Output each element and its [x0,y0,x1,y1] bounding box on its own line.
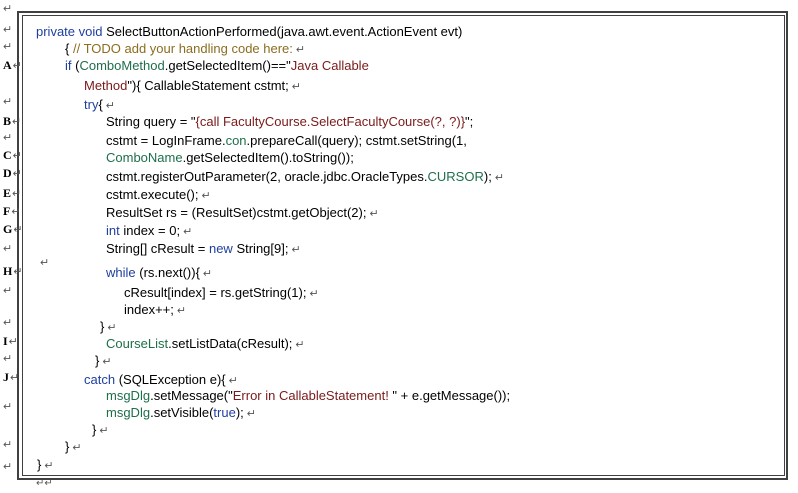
code-line-comment: { // TODO add your handling code here:↵ [65,41,306,56]
paragraph-mark: ↵ [3,132,13,144]
paragraph-mark: ↵ [3,401,13,413]
code-line-while-close: }↵ [100,319,117,334]
code-line-index: int index = 0;↵ [106,223,193,238]
margin-label-b: B↵ [3,114,22,128]
code-line-setvisible: msgDlg.setVisible(true);↵ [106,405,256,420]
paragraph-mark: ↵↵ [36,478,53,489]
code-line-method-signature: private void SelectButtonActionPerformed… [36,24,463,39]
paragraph-mark: ↵ [3,243,13,255]
paragraph-mark: ↵ [3,439,13,451]
document-frame-outer [17,11,788,480]
margin-label-f: F↵ [3,204,21,218]
code-line-preparecall: cstmt = LogInFrame.con.prepareCall(query… [106,133,467,148]
margin-label-c: C↵ [3,148,22,162]
paragraph-mark: ↵ [3,461,13,473]
code-line-query: String query = "{call FacultyCourse.Sele… [106,114,474,129]
margin-label-a: A↵ [3,58,22,72]
paragraph-mark: ↵ [3,317,13,329]
paragraph-mark: ↵ [3,96,13,108]
margin-label-d: D↵ [3,166,22,180]
paragraph-mark: ↵ [3,41,13,53]
paragraph-mark: ↵ [3,3,13,15]
code-line-resultset: ResultSet rs = (ResultSet)cstmt.getObjec… [106,205,379,220]
code-line-while: while (rs.next()){↵ [106,265,213,280]
paragraph-mark: ↵ [3,353,13,365]
code-line-execute: cstmt.execute();↵ [106,187,211,202]
code-line-if-close: }↵ [65,439,82,454]
document-frame-inner [22,15,785,476]
code-line-if-cont: Method"){ CallableStatement cstmt;↵ [84,78,301,93]
margin-label-g: G↵ [3,222,23,236]
code-line-try: try{↵ [84,97,116,112]
paragraph-mark: ↵ [40,257,50,269]
code-line-increment: index++;↵ [124,302,187,317]
margin-label-h: H↵ [3,264,23,278]
code-line-method-close: }↵ [37,457,54,472]
code-line-combo-name: ComboName.getSelectedItem().toString()); [106,150,354,165]
code-line-register-out: cstmt.registerOutParameter(2, oracle.jdb… [106,169,505,184]
margin-label-i: I↵ [3,334,18,348]
code-line-if: if (ComboMethod.getSelectedItem()=="Java… [65,58,369,73]
code-line-cresult: String[] cResult = new String[9];↵ [106,241,301,256]
paragraph-mark: ↵ [3,285,13,297]
margin-label-j: J↵ [3,370,20,384]
code-line-setlistdata: CourseList.setListData(cResult);↵ [106,336,305,351]
code-line-getstring: cResult[index] = rs.getString(1);↵ [124,285,319,300]
margin-label-e: E↵ [3,186,22,200]
code-line-setmessage: msgDlg.setMessage("Error in CallableStat… [106,388,511,403]
code-line-catch-close: }↵ [92,422,109,437]
paragraph-mark: ↵ [3,24,13,36]
code-line-try-close: }↵ [95,353,112,368]
code-line-catch: catch (SQLException e){↵ [84,372,238,387]
